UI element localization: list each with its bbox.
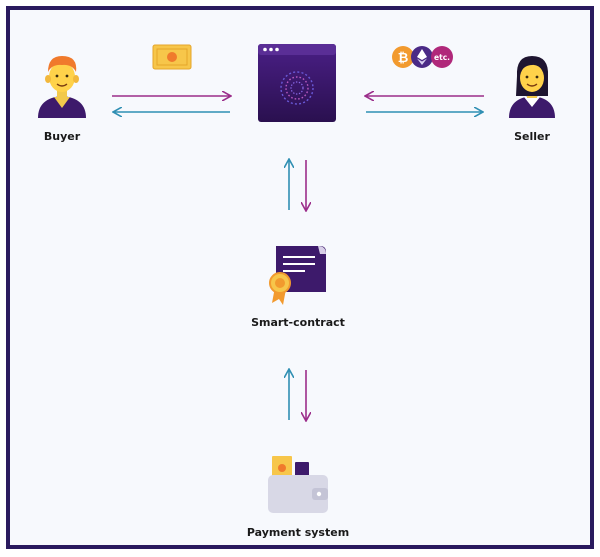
etc-coin-icon: etc. xyxy=(431,46,453,68)
platform-window-icon xyxy=(258,44,336,122)
payment-system-label: Payment system xyxy=(246,526,350,539)
buyer-label: Buyer xyxy=(43,130,81,143)
smart-contract-label: Smart-contract xyxy=(251,316,345,329)
seller-avatar-icon xyxy=(509,56,555,118)
bitcoin-symbol: ₿ xyxy=(398,51,409,66)
ethereum-coin-icon xyxy=(411,46,433,68)
cash-bill-icon xyxy=(152,44,192,70)
smart-contract-icon xyxy=(269,246,326,305)
etc-coin-label: etc. xyxy=(434,53,450,62)
seller-label: Seller xyxy=(514,130,550,143)
bitcoin-coin-icon: ₿ xyxy=(392,46,414,68)
wallet-icon xyxy=(268,456,328,513)
buyer-avatar-icon xyxy=(38,56,86,118)
